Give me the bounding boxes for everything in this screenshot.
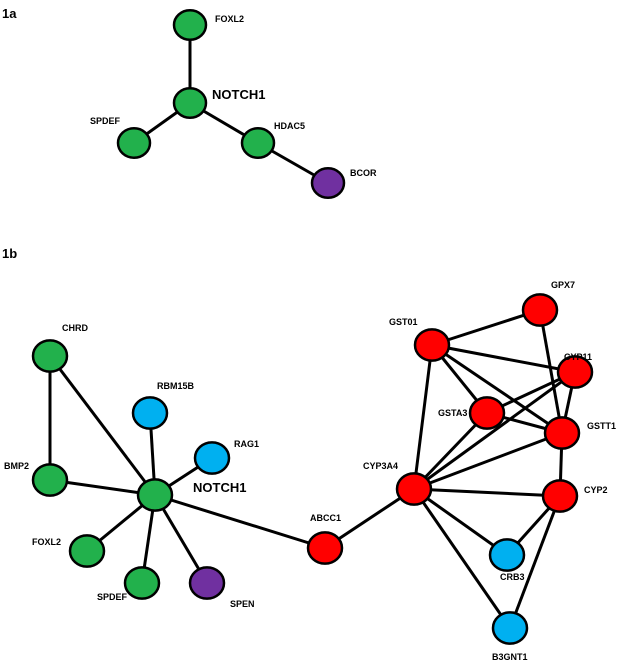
node-label-hdac5: HDAC5 (274, 121, 305, 131)
node-cyp2 (541, 479, 579, 513)
edge-gst01-gpx7 (431, 308, 541, 347)
edge-cyp3a4-crb3 (413, 487, 508, 557)
node-label-spdef: SPDEF (90, 116, 121, 126)
node-notch1 (136, 478, 174, 512)
node-rbm15b (131, 396, 169, 430)
node-label-spdef: SPDEF (97, 592, 128, 602)
node-label-rag1: RAG1 (234, 439, 259, 449)
edge-notch1-abcc1 (154, 493, 326, 550)
node-bmp2 (31, 463, 69, 497)
node-chrd (31, 339, 69, 373)
edge-gst01-gstt1 (431, 343, 563, 435)
node-label-rbm15b: RBM15B (157, 381, 195, 391)
node-label-foxl2: FOXL2 (32, 537, 61, 547)
node-label-cyp11: CYP11 (564, 352, 592, 362)
node-label-notch1: NOTCH1 (193, 480, 246, 495)
node-label-gsta3: GSTA3 (438, 408, 467, 418)
node-label-cyp3a4: CYP3A4 (363, 461, 398, 471)
node-label-gst01: GST01 (389, 317, 418, 327)
node-label-bmp2: BMP2 (4, 461, 29, 471)
node-gst01 (413, 328, 451, 362)
node-cyp3a4 (395, 472, 433, 506)
node-label-notch1: NOTCH1 (212, 87, 265, 102)
edge-cyp3a4-cyp11 (413, 370, 576, 491)
edge-cyp2-b3gnt1 (508, 495, 562, 629)
node-label-spen: SPEN (230, 599, 255, 609)
edge-gpx7-gstt1 (538, 309, 564, 434)
node-abcc1 (306, 531, 344, 565)
node-spen (188, 566, 226, 600)
edge-cyp3a4-b3gnt1 (412, 488, 512, 629)
node-crb3 (488, 538, 526, 572)
node-label-foxl2: FOXL2 (215, 14, 244, 24)
edge-chrd-notch1 (48, 355, 157, 496)
node-label-chrd: CHRD (62, 323, 88, 333)
node-label-cyp2: CYP2 (584, 485, 608, 495)
edge-cyp3a4-gsta3 (412, 411, 489, 491)
node-label-gstt1: GSTT1 (587, 421, 616, 431)
panel-label-1a: 1a (2, 6, 17, 21)
node-foxl2 (68, 534, 106, 568)
edge-cyp3a4-gstt1 (413, 431, 563, 491)
panel-label-1b: 1b (2, 246, 17, 261)
node-label-abcc1: ABCC1 (310, 513, 341, 523)
node-gsta3 (468, 396, 506, 430)
node-label-gpx7: GPX7 (551, 280, 575, 290)
node-notch1 (172, 87, 208, 119)
node-label-b3gnt1: B3GNT1 (492, 652, 528, 662)
node-b3gnt1 (491, 611, 529, 645)
node-label-crb3: CRB3 (500, 572, 525, 582)
node-hdac5 (240, 127, 276, 159)
node-gstt1 (543, 416, 581, 450)
node-rag1 (193, 441, 231, 475)
node-cyp11 (556, 355, 594, 389)
node-spdef (123, 566, 161, 600)
node-foxl2 (172, 9, 208, 41)
node-label-bcor: BCOR (350, 168, 377, 178)
edge-cyp3a4-cyp2 (413, 487, 561, 498)
node-spdef (116, 127, 152, 159)
node-bcor (310, 167, 346, 199)
edge-cyp3a4-gst01 (412, 344, 434, 490)
node-gpx7 (521, 293, 559, 327)
